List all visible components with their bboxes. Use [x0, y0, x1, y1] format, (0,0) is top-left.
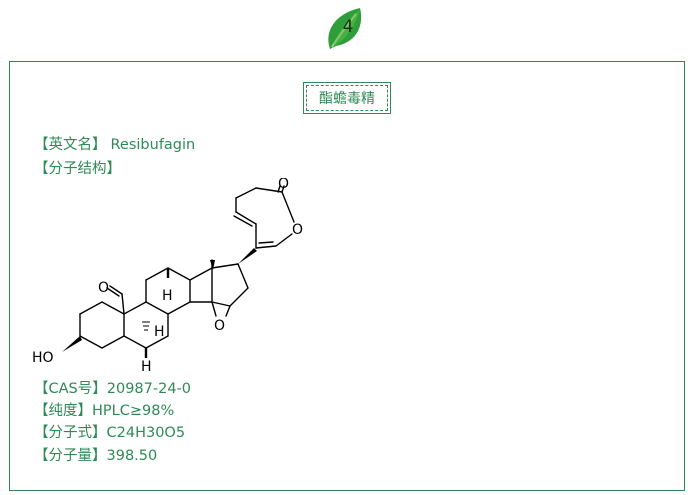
weight-row: 【分子量】398.50 [34, 446, 157, 466]
purity-label: 【纯度】 [34, 403, 92, 419]
formula-value: C24H30O5 [106, 425, 186, 441]
weight-value: 398.50 [106, 448, 158, 464]
cas-row: 【CAS号】20987-24-0 [34, 379, 191, 399]
leaf-icon [328, 8, 362, 49]
atom-label-ho: HO [32, 350, 54, 366]
atom-label-o-epoxide: O [214, 318, 225, 334]
atom-label-h-bottom: H [141, 359, 152, 375]
product-card [9, 61, 685, 491]
product-title-box: 酯蟾毒精 [303, 82, 391, 114]
purity-value: HPLC≥98% [92, 403, 175, 419]
weight-label: 【分子量】 [34, 448, 107, 464]
cas-value: 20987-24-0 [106, 381, 192, 397]
molecular-structure: HO H H H O O O O [30, 176, 340, 378]
purity-row: 【纯度】HPLC≥98% [34, 401, 174, 421]
product-title: 酯蟾毒精 [306, 85, 388, 111]
formula-row: 【分子式】C24H30O5 [34, 423, 185, 443]
structure-label: 【分子结构】 [34, 161, 121, 177]
atom-label-h-top: H [162, 288, 173, 304]
structure-row: 【分子结构】 [34, 159, 121, 179]
molecule-drawing: HO H H H O O O O [32, 176, 303, 375]
atom-label-o-carbonyl: O [278, 178, 289, 192]
english-name-value: Resibufagin [110, 137, 196, 153]
atom-label-o-aldehyde: O [98, 280, 109, 296]
formula-label: 【分子式】 [34, 425, 107, 441]
english-name-label: 【英文名】 [34, 137, 107, 153]
atom-label-h-mid: H [154, 324, 165, 340]
atom-label-o-ring: O [292, 222, 303, 238]
badge-number: 4 [342, 17, 354, 37]
english-name-row: 【英文名】Resibufagin [34, 135, 195, 155]
leaf-number-badge: 4 [322, 4, 372, 54]
cas-label: 【CAS号】 [34, 381, 107, 397]
